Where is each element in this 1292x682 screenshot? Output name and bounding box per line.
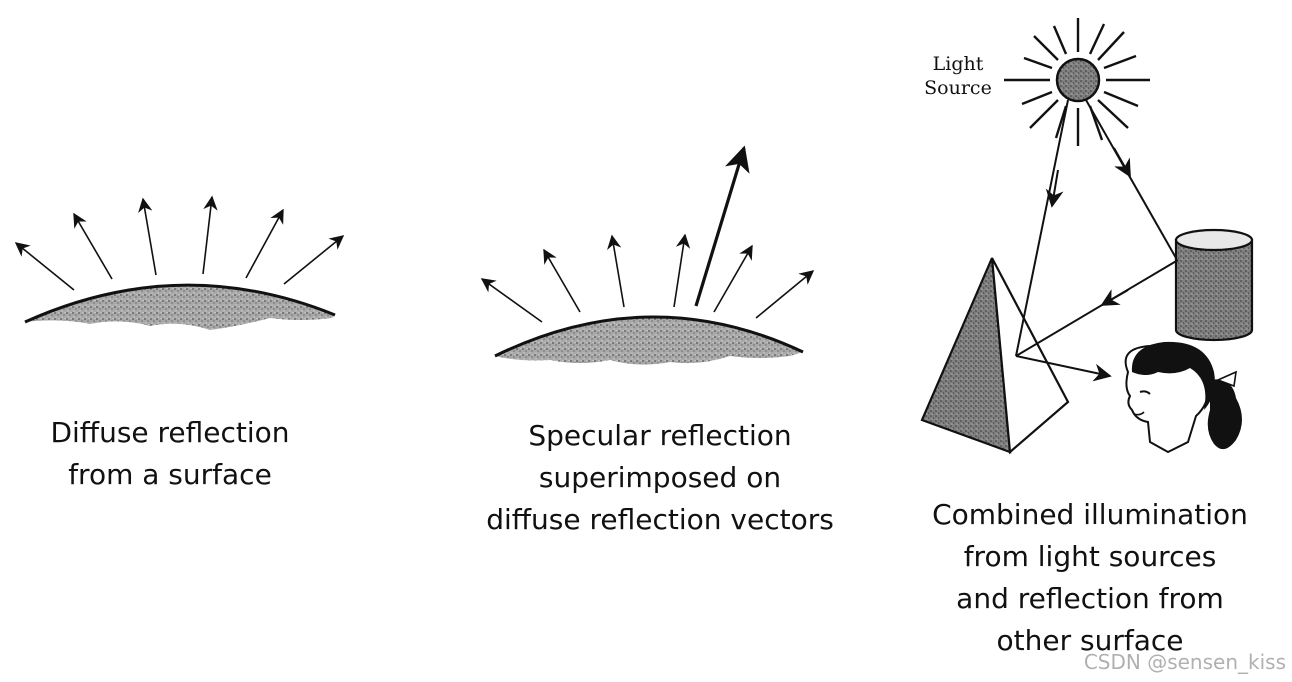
light-label-line-2: Source [924,77,992,99]
specular-caption-line-2: superimposed on [538,461,782,494]
combined-caption-line-3: and reflection from [956,582,1224,615]
diffuse-arrow-4 [202,195,218,275]
specular-surface [495,316,803,365]
pyramid-object [920,257,1070,455]
light-source-label: Light Source [918,52,998,100]
specular-diffuse-arrow-6 [755,270,815,319]
diffuse-caption: Diffuse reflection from a surface [20,412,320,496]
combined-caption: Combined illumination from light sources… [905,494,1275,662]
combined-caption-line-4: other surface [996,624,1184,657]
ray-pyramid-to-viewer [1015,355,1112,382]
diffuse-caption-line-2: from a surface [68,458,272,491]
diffuse-surface-edge [24,283,336,324]
specular-diffuse-arrow-4 [673,233,691,308]
viewer-face-icon [1124,341,1242,454]
specular-arrow [694,145,750,307]
specular-diffuse-arrow-3 [607,234,625,308]
light-source-icon [1004,18,1150,146]
cylinder-object [1174,228,1254,342]
combined-caption-line-1: Combined illumination [932,498,1248,531]
light-label-line-1: Light [932,53,984,75]
light-rays [1015,99,1179,382]
diffuse-arrow-3 [138,197,157,276]
ray-direction-marker-3 [1100,289,1129,306]
diffuse-caption-line-1: Diffuse reflection [50,416,290,449]
diffuse-arrow-2 [73,212,113,280]
ray-cylinder-to-pyramid [1015,259,1179,357]
ray-direction-marker-1 [1045,169,1064,208]
specular-diffuse-arrow-1 [480,278,543,323]
specular-caption: Specular reflection superimposed on diff… [470,415,850,541]
specular-surface-edge [494,315,804,358]
diffuse-surface [25,285,335,330]
watermark: CSDN @sensen_kiss [1083,650,1286,674]
diffuse-arrow-6 [283,235,345,285]
specular-diffuse-arrow-2 [543,248,581,313]
combined-caption-line-2: from light sources [963,540,1217,573]
ray-source-to-cylinder [1085,99,1177,259]
combined-panel [920,18,1254,455]
specular-diffuse-arrows [480,233,815,323]
diffuse-arrow-5 [245,208,284,279]
ray-direction-marker-2 [1113,147,1131,178]
diffuse-arrow-1 [14,242,75,291]
specular-caption-line-3: diffuse reflection vectors [486,503,834,536]
diffuse-panel [14,195,345,330]
specular-diffuse-arrow-5 [713,244,753,313]
diffuse-arrows [14,195,345,291]
ray-source-to-pyramid [1015,99,1069,357]
specular-caption-line-1: Specular reflection [528,419,792,452]
specular-panel [480,145,815,365]
